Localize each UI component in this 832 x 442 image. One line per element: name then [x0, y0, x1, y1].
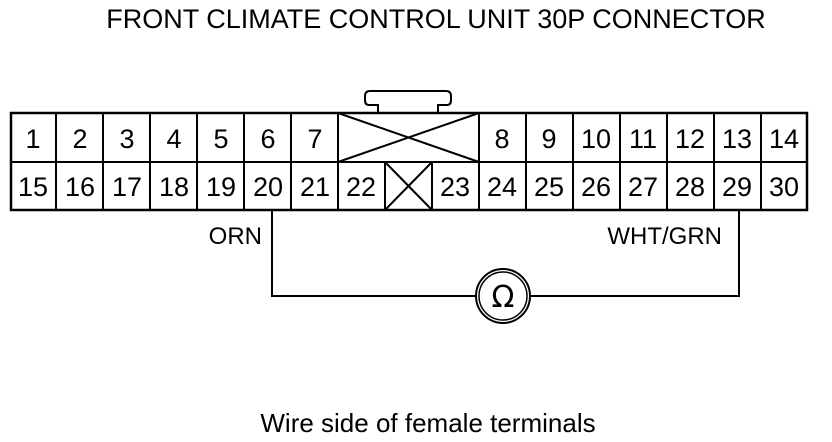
pin-label: 18	[159, 172, 189, 202]
diagram-caption: Wire side of female terminals	[260, 408, 595, 438]
pin-label: 1	[25, 124, 40, 154]
ohmmeter-circle	[475, 268, 531, 324]
pin-label: 22	[346, 172, 376, 202]
diagram-title: FRONT CLIMATE CONTROL UNIT 30P CONNECTOR	[106, 4, 766, 34]
pin-label: 3	[119, 124, 134, 154]
pin-label: 9	[541, 124, 556, 154]
pin-label: 19	[206, 172, 236, 202]
connector-lock-tab	[364, 90, 452, 113]
pin-label: 23	[440, 172, 470, 202]
pin-label: 11	[629, 124, 657, 154]
pin-label: 4	[166, 124, 181, 154]
bottom-row-dividers	[55, 162, 762, 210]
pin-label: 25	[534, 172, 564, 202]
top-row-dividers	[55, 113, 762, 162]
pin-label: 10	[581, 124, 611, 154]
probe-wires	[271, 210, 740, 297]
pin-label: 13	[722, 124, 752, 154]
pin-label: 8	[494, 124, 509, 154]
pin-label: 15	[18, 172, 48, 202]
pin-label: 27	[628, 172, 658, 202]
bottom-blank-cavity	[384, 161, 433, 211]
pin-label: 28	[675, 172, 705, 202]
pin-label: 7	[307, 124, 322, 154]
bottom-row-pins: 15 16 17 18 19 20 21 22 23 24 25 26 27 2…	[18, 172, 799, 202]
pin-label: 30	[769, 172, 799, 202]
pin-label: 12	[675, 124, 705, 154]
pin-label: 17	[112, 172, 142, 202]
pin-label: 14	[769, 124, 799, 154]
pin-label: 21	[300, 172, 330, 202]
pin-label: 16	[65, 172, 95, 202]
pin-label: 20	[253, 172, 283, 202]
pin-label: 6	[260, 124, 275, 154]
ohm-symbol: Ω	[492, 280, 515, 315]
pin-label: 24	[487, 172, 517, 202]
ohmmeter-inner-ring	[478, 271, 528, 321]
top-row-pins: 1 2 3 4 5 6 7 8 9 10 11 12 13 14	[25, 124, 799, 154]
pin-label: 5	[213, 124, 228, 154]
left-wire-color-label: ORN	[209, 223, 262, 250]
pin-label: 29	[722, 172, 752, 202]
top-blank-cavity	[337, 112, 480, 163]
pin-label: 26	[581, 172, 611, 202]
right-wire-color-label: WHT/GRN	[607, 223, 722, 250]
pin-label: 2	[72, 124, 87, 154]
